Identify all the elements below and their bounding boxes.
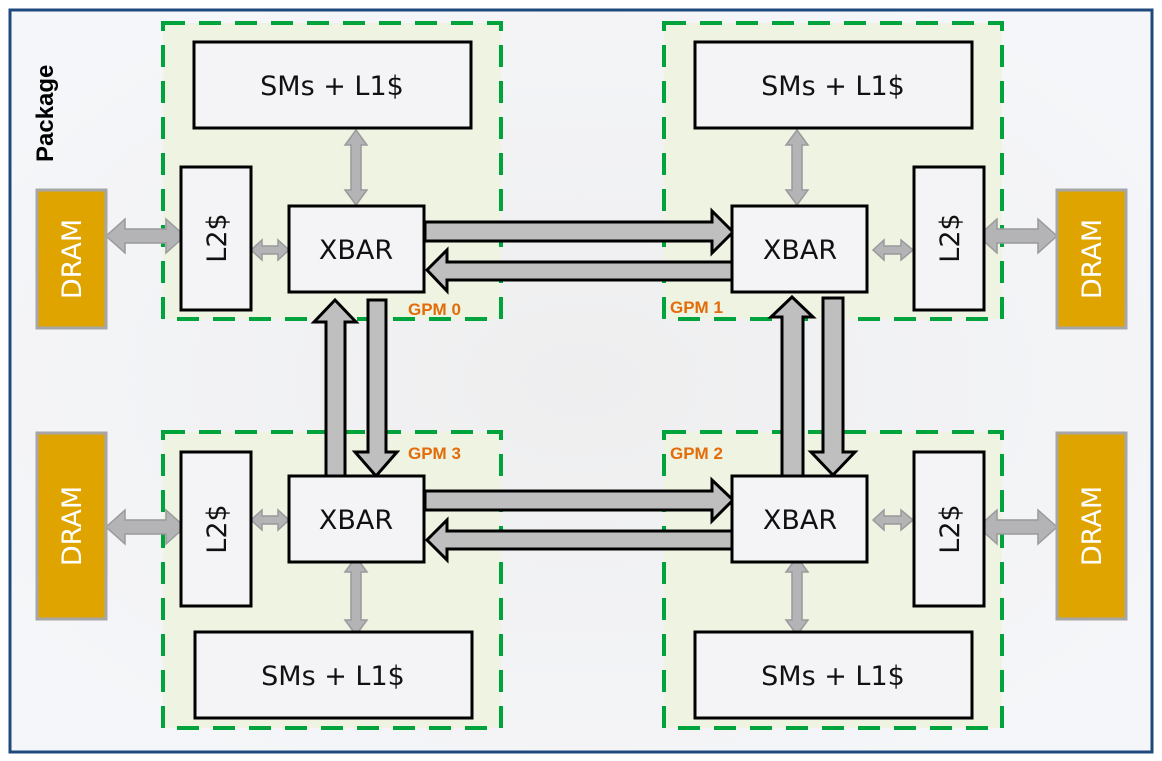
- gpm-0-xbar-label: XBAR: [319, 235, 393, 266]
- gpm-3-dram: [35, 431, 108, 621]
- gpm-2-dram-label: DRAM: [1077, 486, 1108, 566]
- gpm-2-l2-label: L2$: [935, 504, 966, 553]
- gpm-1-dram-label: DRAM: [1077, 219, 1108, 299]
- gpm-3-sm-label: SMs + L1$: [261, 661, 405, 692]
- link-gpm1-to-gpm2: [807, 296, 859, 478]
- gpm-2-label: GPM 2: [670, 444, 723, 463]
- gpm-0-dram: [35, 188, 108, 330]
- gpm-1-label: GPM 1: [670, 298, 723, 317]
- link-gpm2-to-gpm3: [424, 516, 735, 564]
- gpm-0-sm-l1-box: [192, 40, 473, 130]
- link-gpm2-to-gpm1: [767, 294, 817, 479]
- gpm-0-xbar-box: [287, 204, 426, 294]
- gpm-2-xbar-label: XBAR: [763, 505, 837, 536]
- gpm-1-dram: [1055, 188, 1128, 330]
- package-label: Package: [32, 65, 59, 162]
- gpm-3-label: GPM 3: [408, 444, 461, 463]
- gpm-3-xbar-box: [287, 474, 426, 564]
- gpm-1-sm-l1-box: [693, 40, 974, 130]
- link-gpm1-to-gpm0: [424, 246, 735, 295]
- link-gpm0-to-gpm3: [351, 298, 401, 479]
- gpm-1-xbar-label: XBAR: [763, 235, 837, 266]
- gpm-2-sm-label: SMs + L1$: [761, 661, 905, 692]
- gpm-2-xbar-box: [730, 474, 869, 564]
- link-gpm0-to-gpm1: [423, 207, 736, 257]
- gpm-2-sm-l1-box: [693, 630, 974, 720]
- gpm-3-l2-label: L2$: [202, 504, 233, 553]
- gpm-3-xbar-label: XBAR: [319, 505, 393, 536]
- link-gpm3-to-gpm0: [310, 297, 360, 479]
- gpm-1-xbar-box: [730, 204, 869, 294]
- gpm-0-l2-box: [179, 165, 253, 312]
- gpm-0-l2-label: L2$: [202, 213, 233, 262]
- gpm-2-dram: [1055, 431, 1128, 621]
- gpm-1-l2-label: L2$: [935, 213, 966, 262]
- gpm-0-dram-label: DRAM: [57, 219, 88, 299]
- gpm-1-sm-label: SMs + L1$: [761, 71, 905, 102]
- gpm-0-sm-label: SMs + L1$: [260, 71, 404, 102]
- gpm-0-label: GPM 0: [408, 300, 461, 319]
- gpm-2-l2-box: [912, 450, 986, 608]
- link-gpm3-to-gpm2: [423, 476, 736, 525]
- gpm-3-sm-l1-box: [193, 630, 474, 720]
- gpm-3-l2-box: [179, 450, 253, 608]
- gpm-3-dram-label: DRAM: [57, 486, 88, 566]
- gpm-1-l2-box: [912, 165, 986, 312]
